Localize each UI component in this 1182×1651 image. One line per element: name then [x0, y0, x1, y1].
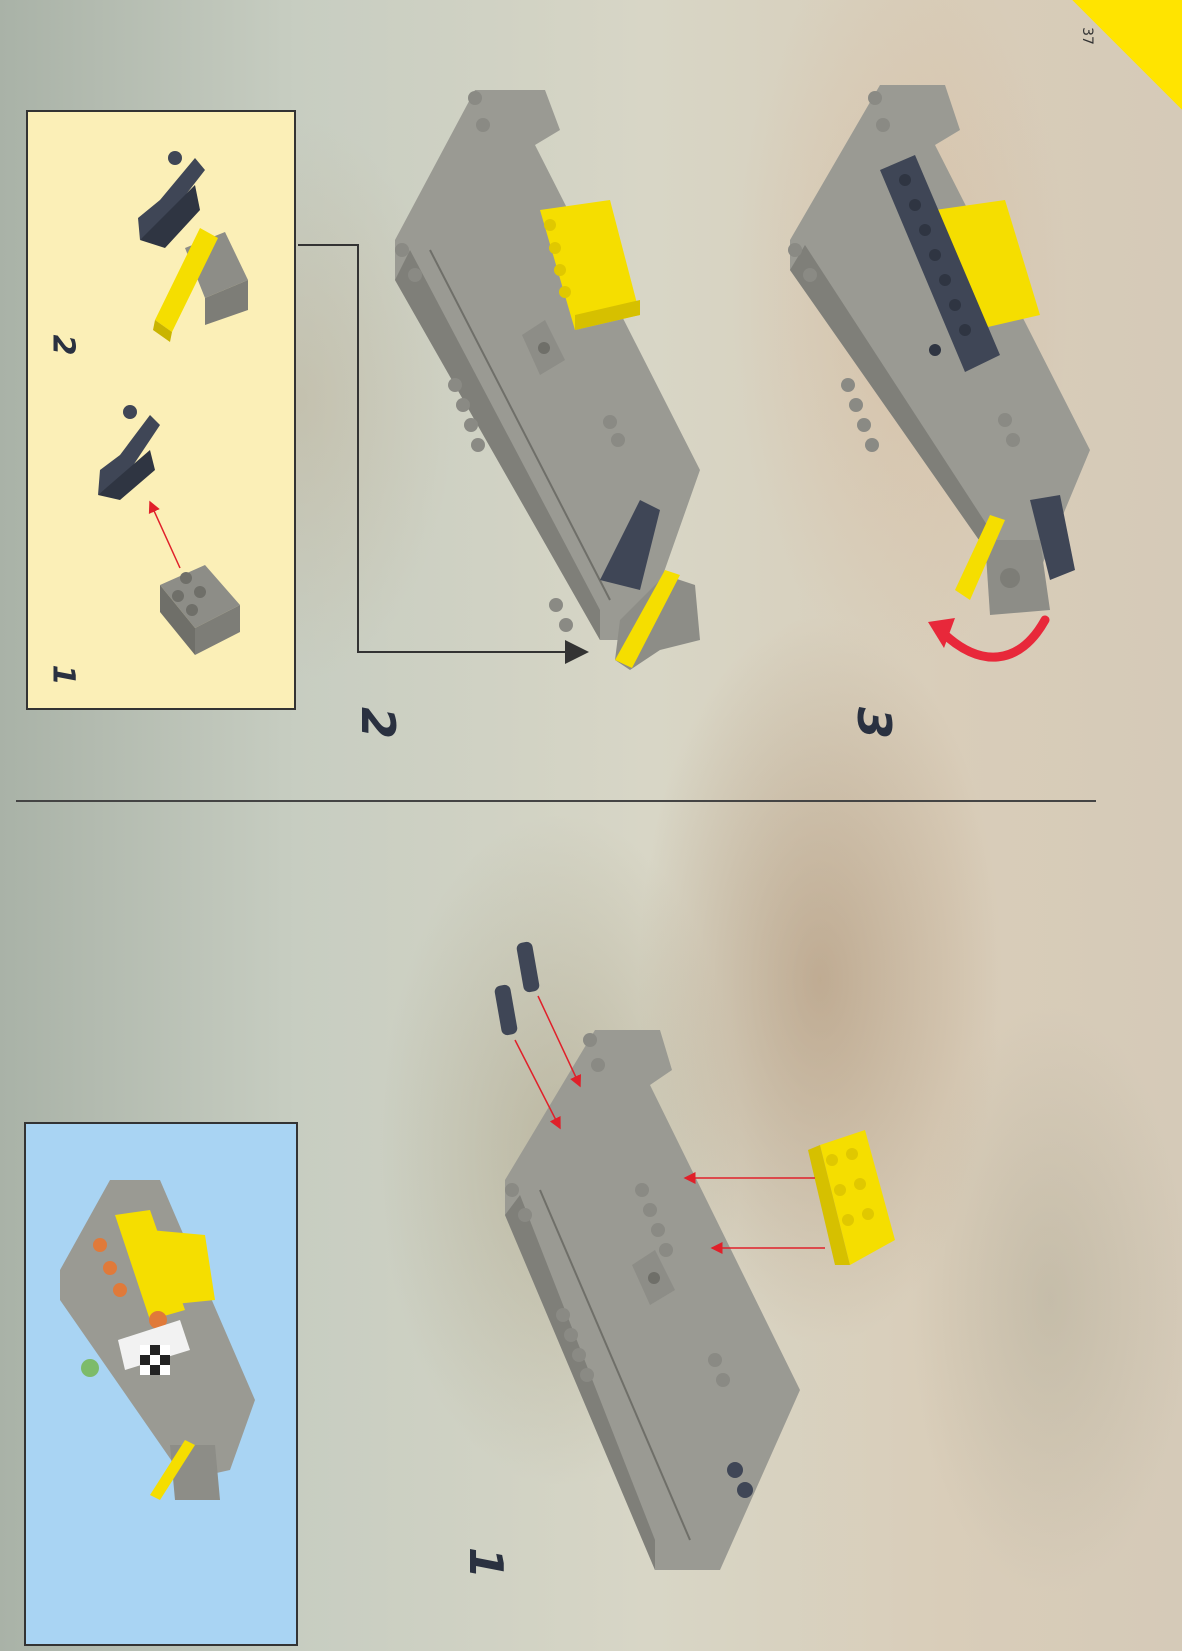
sub-step2-hinge-part	[138, 151, 205, 248]
sub-step1-grey-brick	[160, 565, 240, 655]
step1-grey-base	[505, 1030, 800, 1570]
step3-grey-base	[788, 85, 1090, 570]
step1-pin-arrow-1	[515, 1040, 560, 1128]
step1-pin-arrow-2	[538, 996, 580, 1086]
main-step-number-1: 1	[463, 1547, 509, 1579]
sub-step-number-2: 2	[47, 335, 77, 356]
step2-grey-base	[395, 90, 700, 640]
sub-step1-hinge-part	[98, 405, 160, 500]
step1-yellow-brick	[808, 1130, 895, 1265]
reference-finished-model	[60, 1180, 255, 1500]
main-step-number-3: 3	[851, 707, 897, 739]
sub-step1-arrow	[150, 502, 180, 568]
step1-axle-pins	[494, 941, 540, 1036]
sub-step-number-1: 1	[47, 665, 77, 686]
main-step-number-2: 2	[355, 707, 401, 739]
step3-rotate-arrow-icon	[940, 620, 1045, 657]
